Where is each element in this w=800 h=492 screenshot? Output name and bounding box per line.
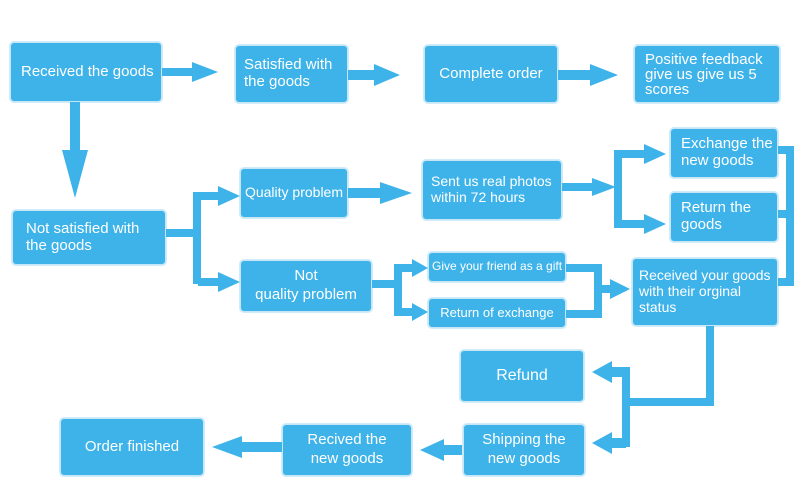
- connector-to-left: [622, 398, 714, 406]
- node-received-goods: Received the goods: [10, 42, 162, 102]
- arrow-complete-to-positive: [558, 64, 618, 86]
- node-return-of-exchange-label: Return of exchange: [440, 304, 554, 320]
- connector-original-right: [778, 278, 794, 286]
- connector-return-exchange-out: [566, 310, 598, 318]
- arrow-to-shipping: [592, 432, 626, 454]
- node-quality-problem-label: Quality problem: [244, 184, 344, 201]
- connector-branch-vertical: [193, 192, 201, 284]
- arrow-to-gift: [398, 259, 428, 277]
- arrow-to-quality: [198, 186, 240, 206]
- connector-notquality-vertical: [394, 264, 402, 316]
- node-refund-label: Refund: [496, 367, 548, 385]
- node-return-of-exchange: Return of exchange: [428, 298, 566, 328]
- node-order-finished-label: Order finished: [84, 437, 180, 455]
- node-quality-problem: Quality problem: [240, 168, 348, 218]
- arrow-to-return-exchange: [398, 303, 428, 321]
- arrow-recived-to-finished: [212, 436, 282, 458]
- node-shipping-new-goods-label: Shipping the new goods: [482, 431, 566, 467]
- node-return-goods: Return the goods: [670, 192, 778, 242]
- connector-notquality-out: [372, 280, 398, 288]
- node-not-quality-problem: Not quality problem: [240, 260, 372, 312]
- node-not-satisfied: Not satisfied with the goods: [12, 210, 166, 265]
- node-not-satisfied-label: Not satisfied with the goods: [26, 219, 140, 254]
- node-give-friend-gift: Give your friend as a gift: [428, 252, 566, 282]
- arrow-to-return-goods: [618, 214, 666, 234]
- node-recived-new-goods-label: Recived the new goods: [307, 431, 387, 467]
- arrow-photos-to-fork: [562, 178, 616, 196]
- node-exchange-new-goods: Exchange the new goods: [670, 128, 778, 178]
- node-complete-order-label: Complete order: [439, 64, 543, 82]
- node-complete-order: Complete order: [424, 45, 558, 103]
- connector-gift-out: [566, 264, 598, 272]
- connector-fork-vertical: [614, 150, 622, 228]
- arrow-to-notquality: [198, 272, 240, 292]
- connector-return-right: [778, 210, 794, 218]
- node-recived-new-goods: Recived the new goods: [282, 424, 412, 476]
- node-sent-photos: Sent us real photos within 72 hours: [422, 160, 562, 220]
- node-give-friend-gift-label: Give your friend as a gift: [432, 259, 563, 274]
- connector-original-down: [706, 326, 714, 406]
- connector-notsatisfied-branch: [166, 229, 198, 237]
- connector-left-vertical: [622, 367, 630, 447]
- node-satisfied-label: Satisfied with the goods: [244, 56, 333, 90]
- node-shipping-new-goods: Shipping the new goods: [463, 424, 585, 476]
- arrow-to-refund: [592, 361, 626, 383]
- arrow-satisfied-to-complete: [348, 64, 400, 86]
- arrow-to-exchange: [618, 144, 666, 164]
- node-order-finished: Order finished: [60, 418, 204, 476]
- node-received-goods-label: Received the goods: [21, 62, 154, 80]
- node-sent-photos-label: Sent us real photos within 72 hours: [431, 173, 552, 205]
- node-received-original-status: Received your goods with their orginal s…: [632, 258, 778, 326]
- node-return-goods-label: Return the goods: [681, 199, 752, 233]
- node-satisfied: Satisfied with the goods: [235, 45, 348, 103]
- node-positive-feedback-label: Positive feedback give us give us 5 scor…: [645, 50, 763, 98]
- node-not-quality-problem-label: Not quality problem: [255, 267, 357, 303]
- arrow-quality-to-photos: [348, 182, 412, 204]
- node-refund: Refund: [460, 350, 584, 402]
- node-exchange-new-goods-label: Exchange the new goods: [681, 135, 773, 169]
- arrow-shipping-to-recived: [420, 439, 462, 461]
- arrow-received-to-notsatisfied: [62, 102, 88, 198]
- arrow-received-to-satisfied: [162, 62, 218, 82]
- node-received-original-status-label: Received your goods with their orginal s…: [639, 267, 771, 315]
- node-positive-feedback: Positive feedback give us give us 5 scor…: [634, 45, 780, 103]
- arrow-merge-to-original: [598, 279, 630, 299]
